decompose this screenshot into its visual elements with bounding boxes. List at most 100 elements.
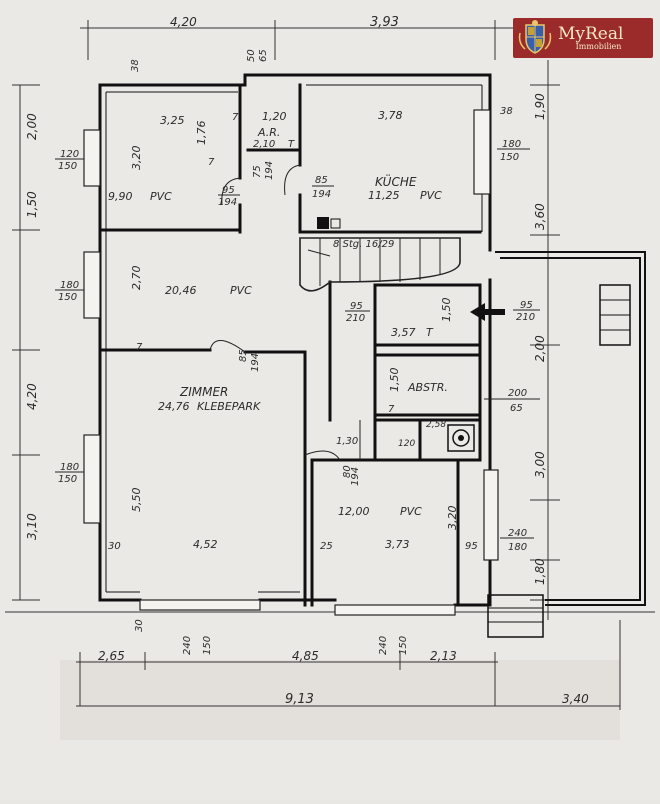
bath-width: 3,25	[160, 114, 185, 127]
window-kitchen	[473, 109, 491, 195]
win1-h: 150	[58, 161, 77, 172]
door7-w: 80	[342, 465, 353, 478]
door8-w: 1,30	[336, 436, 358, 447]
ar-area: 2,10	[253, 139, 275, 150]
right-dim-5: 1,80	[533, 558, 547, 585]
window-labels: 120 150 180 150 180 150 180 150 200 65 2…	[55, 139, 540, 655]
dimension-texts: 4,20 3,93 2,00 1,50 4,20 3,10 1,90 3,60 …	[25, 15, 589, 707]
win5-h: 65	[510, 403, 523, 414]
hall-depth: 2,70	[130, 266, 143, 291]
misc-120: 120	[398, 439, 415, 449]
left-dim-2: 1,50	[25, 191, 39, 218]
kitchen-area: 11,25	[368, 189, 400, 202]
bath-depth: 3,20	[130, 146, 143, 171]
misc-95: 95	[465, 541, 478, 552]
door3-h: 194	[264, 161, 275, 180]
room-floor: PVC	[400, 505, 422, 518]
bottom-dim-1: 2,65	[98, 649, 125, 663]
misc-38a: 38	[130, 59, 141, 72]
win5-w: 200	[508, 388, 527, 399]
coat-of-arms-icon	[518, 20, 552, 54]
ar-name: A.R.	[257, 126, 280, 139]
ar-width: 1,20	[262, 110, 287, 123]
vent-icon	[330, 218, 341, 229]
hall-area: 20,46	[165, 284, 197, 297]
door4-w: 85	[315, 175, 328, 186]
door6-h: 210	[516, 312, 535, 323]
storage-name: ABSTR.	[407, 381, 448, 394]
win4-h: 150	[500, 152, 519, 163]
window-room	[483, 469, 499, 561]
door5-h: 210	[346, 313, 365, 324]
stair-text: 8 Stg. 16/29	[333, 239, 394, 250]
win3-h: 150	[58, 474, 77, 485]
living-area: 24,76	[158, 400, 190, 413]
win2-h: 150	[58, 292, 77, 303]
win1-w: 120	[60, 149, 79, 160]
top-dim-1: 4,20	[170, 15, 197, 29]
win3-w: 180	[60, 462, 79, 473]
brand-subtitle: Immobilien	[575, 41, 622, 51]
misc-7b: 7	[136, 342, 143, 353]
top-dim-2: 3,93	[370, 15, 399, 30]
brand-text: MyReal Immobilien	[558, 23, 624, 51]
bath-d: 1,76	[195, 121, 208, 146]
brand-name: MyReal	[558, 23, 624, 44]
door-swings	[209, 164, 361, 461]
misc-labels: 50 65 38 38 30 25 95 30 7 7 7 7 120 2,58	[108, 49, 513, 632]
win7-w: 240	[182, 636, 193, 655]
left-dim-4: 3,10	[25, 513, 39, 540]
door2-h: 194	[250, 353, 261, 372]
room-area: 12,00	[338, 505, 370, 518]
misc-7d: 7	[388, 404, 395, 415]
win8-h: 150	[398, 636, 409, 655]
entrance-arrow-icon	[470, 303, 505, 321]
storage-d: 1,50	[388, 368, 401, 393]
room-depth: 3,20	[446, 506, 459, 531]
kitchen-floor: PVC	[420, 189, 442, 202]
door6-w: 95	[520, 300, 533, 311]
staircase	[299, 237, 461, 292]
win4-w: 180	[502, 139, 521, 150]
bottom-dim-4: 9,13	[285, 692, 314, 707]
living-floor: KLEBEPARK	[197, 400, 261, 413]
right-dim-2: 3,60	[533, 203, 547, 230]
door7-h: 194	[350, 467, 361, 486]
windows	[83, 109, 499, 616]
living-depth: 5,50	[130, 488, 143, 513]
bottom-dim-3: 2,13	[430, 649, 457, 663]
win6-h: 180	[508, 542, 527, 553]
ar-floor: T	[288, 139, 295, 150]
window-bath	[83, 129, 101, 187]
misc-38b: 38	[500, 106, 513, 117]
paper-smudge	[60, 660, 620, 740]
kitchen-name: KÜCHE	[375, 173, 417, 189]
hall-floor: PVC	[230, 284, 252, 297]
bottom-dim-5: 3,40	[562, 692, 589, 706]
door1-w: 95	[222, 185, 235, 196]
wc-area: 3,57	[391, 326, 416, 339]
win8-w: 240	[378, 636, 389, 655]
room-labels: 3,25 1,76 3,20 9,90 PVC 1,20 A.R. 2,10 T…	[108, 109, 459, 551]
bath-area: 9,90	[108, 190, 133, 203]
room-width: 3,73	[385, 538, 410, 551]
misc-25: 25	[320, 541, 333, 552]
win2-w: 180	[60, 280, 79, 291]
terrace-outline	[487, 251, 646, 638]
wc-d: 1,50	[440, 298, 453, 323]
misc-30b: 30	[134, 619, 145, 632]
right-dim-3: 2,00	[533, 335, 547, 362]
water-heater-icon	[447, 424, 475, 452]
left-dim-1: 2,00	[25, 113, 39, 140]
bottom-dim-2: 4,85	[292, 649, 319, 663]
left-dim-3: 4,20	[25, 383, 39, 410]
bath-floor: PVC	[150, 190, 172, 203]
wc-floor: T	[426, 326, 434, 339]
door-labels: 95 194 85 194 75 194 85 194 95 210 95 21…	[218, 161, 540, 486]
misc-30a: 30	[108, 541, 121, 552]
brand-logo: MyReal Immobilien	[513, 18, 653, 58]
right-dim-1: 1,90	[533, 93, 547, 120]
door3-w: 75	[252, 165, 263, 178]
